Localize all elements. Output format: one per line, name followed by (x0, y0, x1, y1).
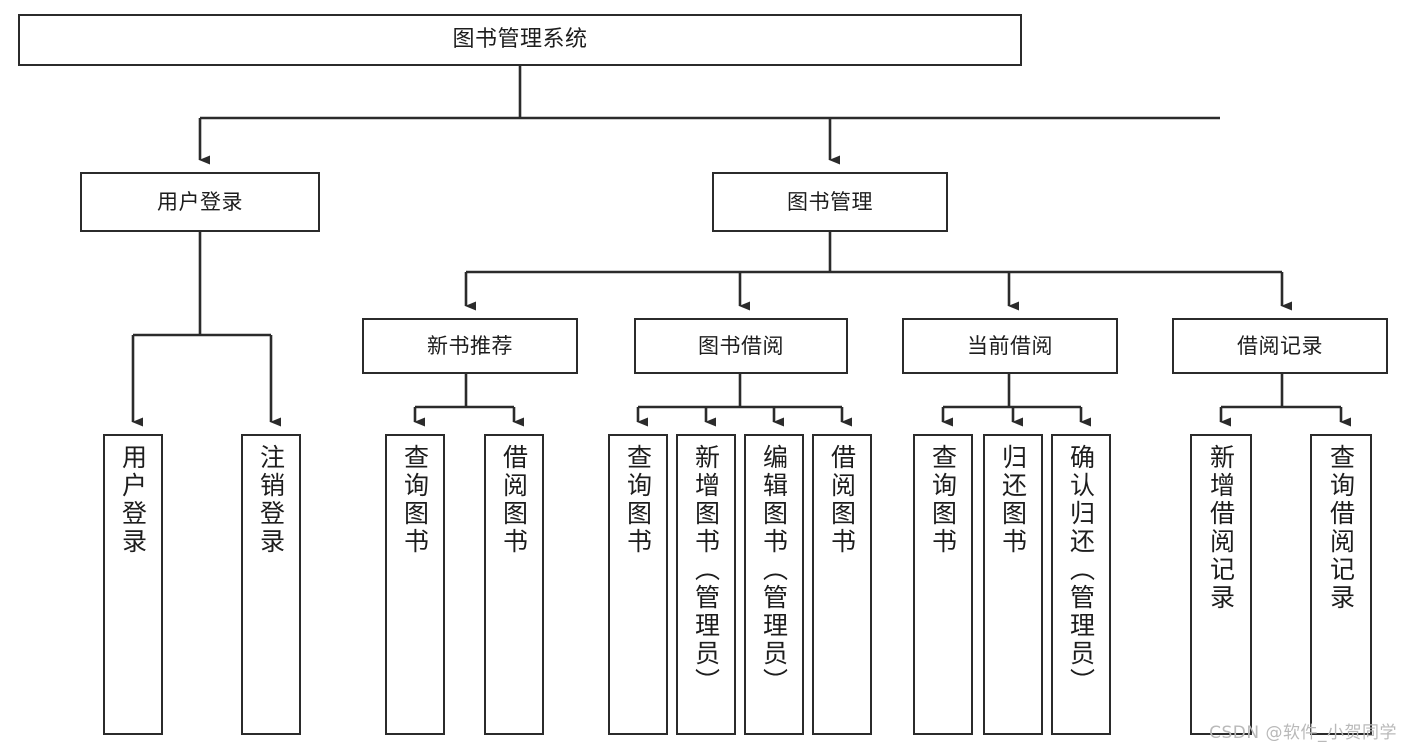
node-book-borrow-label: 图书借阅 (698, 333, 784, 358)
leaf-return-book-label: 归还图书 (998, 444, 1028, 556)
leaf-user-login[interactable]: 用户登录 (103, 434, 163, 735)
csdn-watermark: CSDN @软件_小贺同学 (1209, 723, 1397, 743)
leaf-query-book-borrow[interactable]: 查询图书 (608, 434, 668, 735)
leaf-borrow-book-label: 借阅图书 (827, 444, 857, 556)
leaf-logout[interactable]: 注销登录 (241, 434, 301, 735)
leaf-query-borrow-record[interactable]: 查询借阅记录 (1310, 434, 1372, 735)
node-current-borrow[interactable]: 当前借阅 (902, 318, 1118, 374)
leaf-add-book-admin-label: 新增图书（管理员） (691, 444, 721, 696)
node-borrow-records[interactable]: 借阅记录 (1172, 318, 1388, 374)
node-user-login[interactable]: 用户登录 (80, 172, 320, 232)
node-root-label: 图书管理系统 (452, 27, 588, 53)
node-book-management[interactable]: 图书管理 (712, 172, 948, 232)
leaf-query-book-newbook-label: 查询图书 (400, 444, 430, 556)
leaf-confirm-return-admin[interactable]: 确认归还（管理员） (1051, 434, 1111, 735)
leaf-add-borrow-record[interactable]: 新增借阅记录 (1190, 434, 1252, 735)
leaf-confirm-return-admin-label: 确认归还（管理员） (1066, 444, 1096, 696)
leaf-user-login-label: 用户登录 (118, 444, 148, 556)
node-root[interactable]: 图书管理系统 (18, 14, 1022, 66)
leaf-return-book[interactable]: 归还图书 (983, 434, 1043, 735)
leaf-query-book-newbook[interactable]: 查询图书 (385, 434, 445, 735)
node-borrow-records-label: 借阅记录 (1237, 333, 1323, 358)
leaf-query-book-borrow-label: 查询图书 (623, 444, 653, 556)
leaf-add-book-admin[interactable]: 新增图书（管理员） (676, 434, 736, 735)
node-book-borrow[interactable]: 图书借阅 (634, 318, 848, 374)
node-user-login-label: 用户登录 (157, 189, 243, 214)
leaf-query-borrow-record-label: 查询借阅记录 (1326, 444, 1356, 612)
leaf-edit-book-admin[interactable]: 编辑图书（管理员） (744, 434, 804, 735)
leaf-borrow-book-newbook-label: 借阅图书 (499, 444, 529, 556)
node-new-book-recommend-label: 新书推荐 (427, 333, 513, 358)
node-new-book-recommend[interactable]: 新书推荐 (362, 318, 578, 374)
leaf-add-borrow-record-label: 新增借阅记录 (1206, 444, 1236, 612)
leaf-edit-book-admin-label: 编辑图书（管理员） (759, 444, 789, 696)
leaf-borrow-book-newbook[interactable]: 借阅图书 (484, 434, 544, 735)
leaf-borrow-book[interactable]: 借阅图书 (812, 434, 872, 735)
node-current-borrow-label: 当前借阅 (967, 333, 1053, 358)
leaf-query-book-current[interactable]: 查询图书 (913, 434, 973, 735)
node-book-management-label: 图书管理 (787, 189, 873, 214)
leaf-logout-label: 注销登录 (256, 444, 286, 556)
leaf-query-book-current-label: 查询图书 (928, 444, 958, 556)
